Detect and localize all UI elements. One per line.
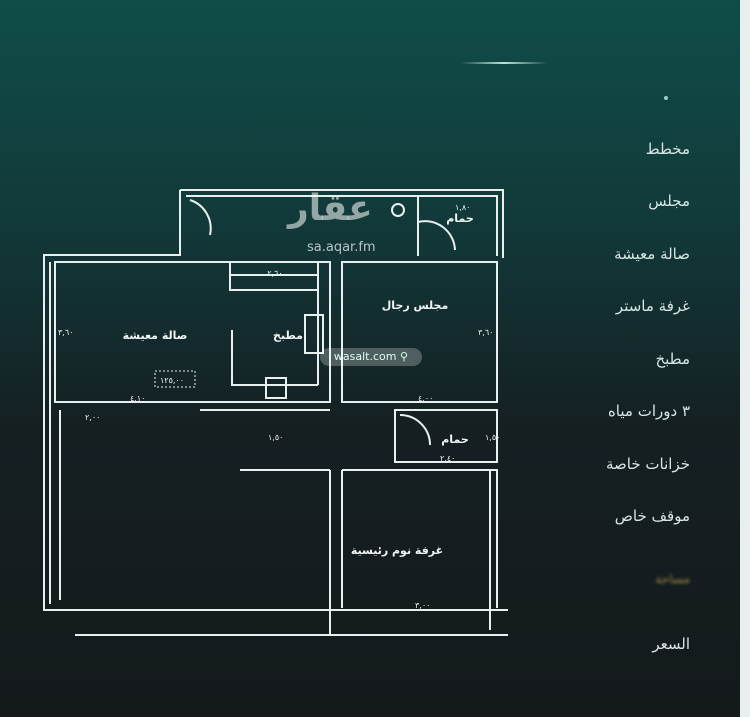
walls (43, 189, 508, 636)
dim-label: ٢,٤٠ (440, 454, 455, 463)
dim-label: ٤,١٠ (130, 394, 145, 403)
blurred-label: مساحة (655, 572, 690, 586)
dim-label: ٣,٦٠ (58, 328, 73, 337)
wasalt-text: wasalt.com (333, 350, 397, 363)
location-pin-icon: ⚲ (400, 350, 409, 363)
feature-item: صالة معيشة (614, 245, 690, 263)
decorative-dot (664, 96, 668, 100)
aqar-watermark-url: sa.aqar.fm (307, 240, 376, 255)
dim-label: ٤,٠٠ (418, 394, 433, 403)
feature-item: غرفة ماستر (615, 297, 690, 315)
dim-label: ٣,٠٠ (415, 601, 430, 610)
room-bath-top: حمام (446, 212, 474, 225)
aqar-watermark-logo: عقار (288, 188, 373, 229)
dimension-labels: ١,٨٠ ٢,٦٠ ٤,١٠ ٣,٦٠ ٤,٠٠ ٣,٦٠ ٢,٤٠ ١,٥٠ … (58, 203, 500, 610)
dim-label: ١,٥٠ (485, 433, 500, 442)
dim-label: ١,٥٠ (268, 433, 283, 442)
dim-label: ٣,٦٠ (478, 328, 493, 337)
dim-label: ١,٨٠ (455, 203, 470, 212)
room-bath-right: حمام (441, 433, 469, 446)
feature-item: مجلس (648, 192, 690, 210)
feature-item: ٣ دورات مياه (607, 402, 690, 420)
room-majlis: مجلس رجال (382, 299, 449, 312)
area-label: ١٢٥,٠٠ (160, 376, 184, 385)
feature-item: موقف خاص (614, 507, 690, 525)
room-kitchen: مطبخ (273, 329, 303, 342)
room-labels: صالة معيشة مطبخ مجلس رجال حمام حمام غرفة… (123, 212, 474, 557)
wasalt-watermark: wasalt.com ⚲ (320, 348, 422, 366)
room-living: صالة معيشة (123, 329, 188, 342)
feature-item: خزانات خاصة (606, 455, 690, 473)
dim-label: ٢,٦٠ (267, 269, 282, 278)
right-edge-strip (740, 0, 750, 717)
dim-label: ٢,٠٠ (85, 413, 100, 422)
room-master: غرفة نوم رئيسية (351, 544, 443, 557)
feature-item: مخطط (645, 140, 690, 158)
price-label: السعر (652, 635, 690, 653)
feature-item: مطبخ (655, 350, 690, 368)
decorative-line (460, 62, 548, 64)
